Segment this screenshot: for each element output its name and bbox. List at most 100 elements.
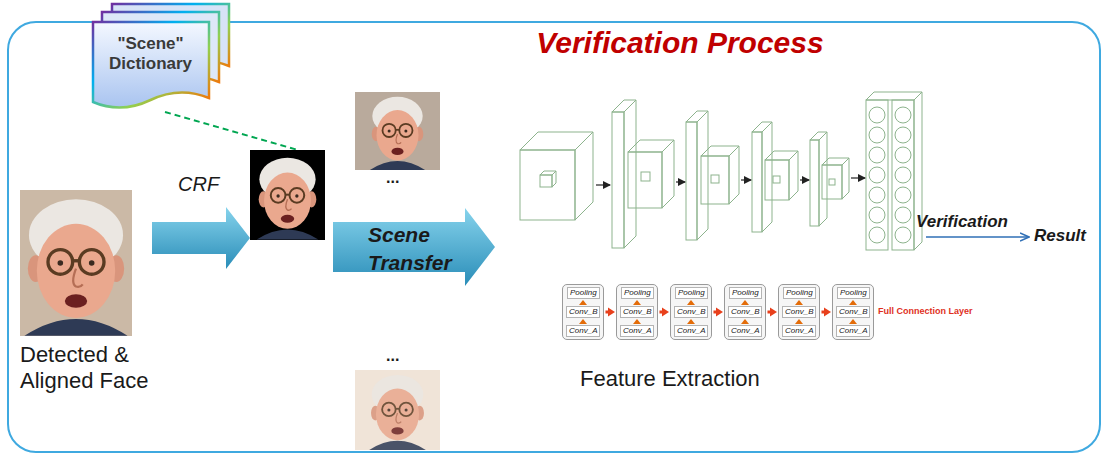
neuron <box>895 187 911 203</box>
diagram-title: Verification Process <box>440 26 920 60</box>
flow-arrow <box>851 177 865 178</box>
layer-label: Pooling <box>675 287 708 299</box>
layer-label: Pooling <box>837 287 870 299</box>
layer-label: Conv_B <box>674 306 708 318</box>
conv-block: PoolingConv_BConv_A <box>724 284 766 340</box>
layer-label: Conv_A <box>620 325 654 337</box>
face-photo <box>369 375 426 450</box>
layer-cube <box>662 140 674 208</box>
flow-arrow <box>800 179 809 180</box>
flow-up-arrow <box>741 319 749 324</box>
layer-cube <box>520 150 575 220</box>
layer-label: Conv_B <box>620 306 654 318</box>
stage-caption: Feature Extraction <box>580 366 760 392</box>
layer-label: Conv_A <box>728 325 762 337</box>
layer-cube <box>628 140 674 152</box>
face-photo <box>24 199 127 336</box>
neuron <box>895 167 911 183</box>
crf-face <box>250 150 325 240</box>
flow-up-arrow <box>741 300 749 305</box>
layer-label: Conv_A <box>674 325 708 337</box>
neuron <box>895 107 911 123</box>
connector <box>659 308 669 317</box>
neuron <box>869 227 885 243</box>
neuron <box>869 127 885 143</box>
arrow-head <box>662 308 669 317</box>
layer-label: Conv_B <box>566 306 600 318</box>
flow-up-arrow <box>849 319 857 324</box>
kernel <box>552 171 556 187</box>
arrow-label: CRF <box>178 172 219 196</box>
layer-cube <box>789 151 798 200</box>
cnn-flow-arrows <box>596 178 865 185</box>
photo-ground <box>20 190 132 336</box>
layer-slab <box>612 112 624 248</box>
layer-slab <box>624 100 636 248</box>
neuron <box>895 147 911 163</box>
arrow-label: Scene <box>368 222 430 247</box>
layer-cube <box>842 158 849 199</box>
layer-cube <box>729 146 739 204</box>
kernel <box>540 175 552 187</box>
fc-block <box>866 92 922 100</box>
flow-up-arrow <box>633 319 641 324</box>
cnn-drawing <box>520 92 922 250</box>
layer-cube <box>575 132 593 220</box>
ellipsis: ... <box>386 346 399 365</box>
conv-block: PoolingConv_B Conv_A <box>670 284 712 340</box>
photo-ground <box>250 150 325 240</box>
fc-column <box>892 100 914 250</box>
result-label: Result <box>1034 226 1086 246</box>
layer-slab <box>686 111 708 122</box>
flow-arrow <box>741 179 751 180</box>
conv-block: PoolingConv_BConv_A <box>778 284 820 340</box>
layer-label: Conv_A <box>566 325 600 337</box>
kernel <box>829 179 835 185</box>
crf-arrow <box>152 207 250 269</box>
neuron <box>869 107 885 123</box>
document-stack: "Scene" Dictionary <box>92 4 232 110</box>
kernel <box>773 176 780 183</box>
layer-cube <box>822 165 842 199</box>
layer-slab <box>762 122 772 232</box>
connector <box>821 308 831 317</box>
neuron <box>895 227 911 243</box>
layer-label: Pooling <box>567 287 600 299</box>
flow-up-arrow <box>687 319 695 324</box>
flow-up-arrow <box>687 300 695 305</box>
flow-arrow <box>596 184 610 185</box>
kernel <box>711 175 719 183</box>
neuron <box>869 187 885 203</box>
layer-label: Conv_A <box>782 325 816 337</box>
layer-label: Conv_B <box>836 306 870 318</box>
arrow-label: Verification <box>916 212 1008 232</box>
connector <box>605 308 615 317</box>
flow-arrow <box>676 181 685 182</box>
scene-face-bottom <box>355 370 440 450</box>
layer-slab <box>752 132 762 232</box>
verification-arrow <box>926 236 1029 238</box>
flow-up-arrow <box>633 300 641 305</box>
face-photo <box>257 158 319 240</box>
neuron <box>895 207 911 223</box>
layer-slab <box>612 100 636 112</box>
dashed-leader <box>165 112 298 150</box>
layer-label: Conv_A <box>836 325 870 337</box>
layer-cube <box>701 156 729 204</box>
stage-caption: Detected & Aligned Face <box>20 342 170 395</box>
layer-slab <box>810 140 819 226</box>
layer-slab <box>697 111 708 240</box>
layer-slab <box>810 132 827 140</box>
face-photo <box>370 97 425 170</box>
scene-face-top <box>355 92 440 170</box>
neuron <box>895 127 911 143</box>
connector <box>767 308 777 317</box>
neuron <box>869 147 885 163</box>
layer-slab <box>686 122 697 240</box>
neuron <box>869 167 885 183</box>
layer-label: Pooling <box>729 287 762 299</box>
flow-up-arrow <box>795 319 803 324</box>
arrow-label: Transfer <box>368 250 452 275</box>
flow-up-arrow <box>795 300 803 305</box>
layer-caption: Full Connection Layer <box>878 306 973 317</box>
